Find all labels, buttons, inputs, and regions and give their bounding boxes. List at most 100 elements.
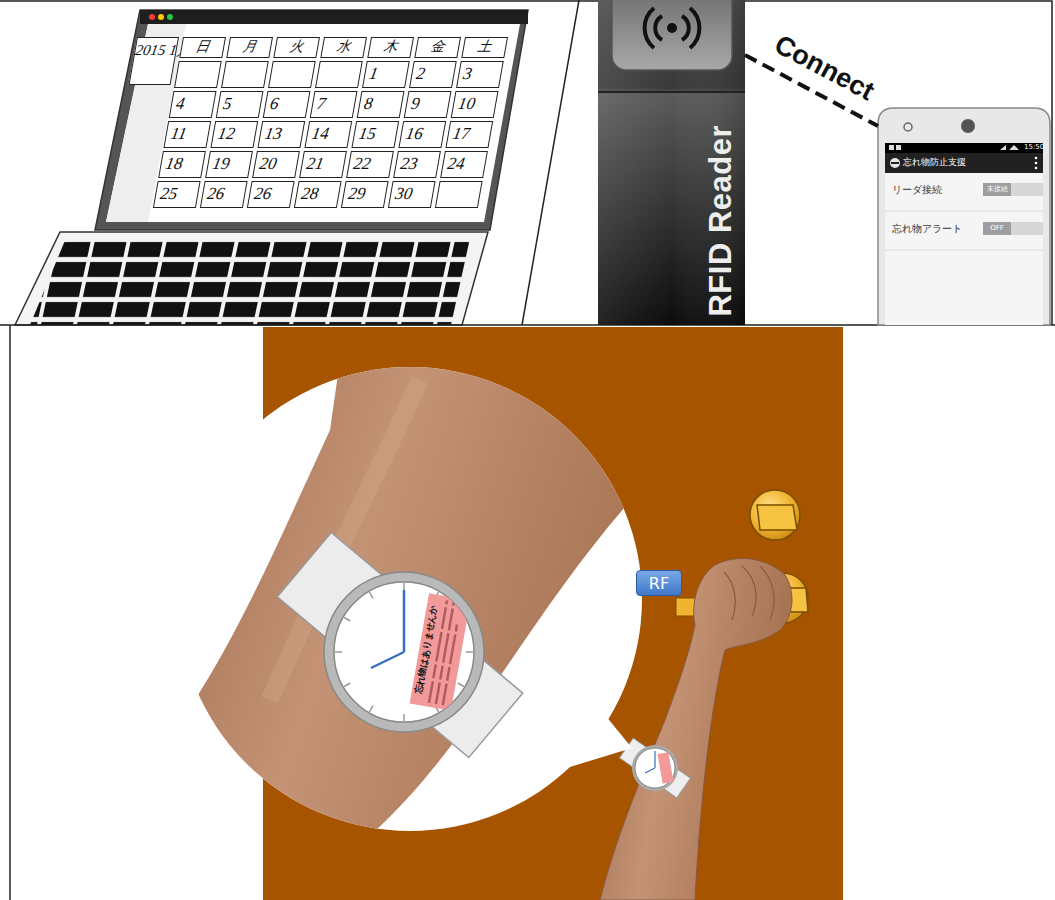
day-number: 9	[405, 92, 450, 114]
calendar-cell	[221, 61, 269, 88]
alert-heading: 忘れ物はありませんか	[412, 594, 442, 706]
watch-alert: 忘れ物はありませんか	[410, 593, 471, 711]
calendar-cell	[435, 181, 483, 208]
calendar-cell: 14	[304, 121, 352, 148]
day-number: 18	[160, 152, 205, 174]
day-number: 16	[400, 122, 445, 144]
rf-button: RF	[636, 570, 682, 596]
app-text: 忘れ物防止支援	[903, 157, 966, 168]
rfid-reader: RFID Reader	[598, 0, 745, 325]
device-label: RFID Reader	[703, 125, 739, 317]
day-number: 2	[411, 62, 456, 84]
calendar-cell: 11	[163, 121, 211, 148]
calendar-cell: 4	[169, 91, 217, 118]
calendar-cell: 3	[456, 61, 504, 88]
day-number: 20	[254, 152, 299, 174]
calendar-cell: 金	[414, 37, 461, 58]
day-number: 6	[264, 92, 309, 114]
calendar-cell: 24	[440, 151, 488, 178]
day-number: 7	[311, 92, 356, 114]
day-number: 1	[364, 62, 409, 84]
calendar-cell: 29	[341, 181, 389, 208]
day-number: 5	[217, 92, 262, 114]
calendar-cell: 28	[294, 181, 342, 208]
calendar-cell: 17	[445, 121, 493, 148]
day-number: 3	[458, 62, 503, 84]
day-number: 25	[155, 182, 200, 204]
connection-line	[745, 55, 878, 126]
calendar-cell: 火	[273, 37, 320, 58]
calendar-year: 2015 1月	[134, 38, 178, 58]
calendar-cell	[268, 61, 316, 88]
calendar-cell: 8	[357, 91, 405, 118]
weekday-header: 火	[275, 38, 319, 56]
day-number: 17	[447, 122, 492, 144]
connection-label: Connect	[769, 28, 879, 106]
weekday-header: 日	[181, 38, 225, 56]
calendar-cell: 13	[257, 121, 305, 148]
calendar-cell: 2	[409, 61, 457, 88]
calendar-cell: 26	[200, 181, 248, 208]
calendar-cell: 25	[153, 181, 201, 208]
calendar-cell: 10	[451, 91, 499, 118]
calendar-cell: 7	[310, 91, 358, 118]
calendar-cell: 木	[367, 37, 414, 58]
day-number: 23	[395, 152, 440, 174]
app-text: リーダ接続	[892, 184, 942, 196]
calendar-cell: 23	[393, 151, 441, 178]
day-number: 26	[202, 182, 247, 204]
day-number: 4	[170, 92, 215, 114]
day-number: 10	[452, 92, 497, 114]
calendar-cell: 15	[351, 121, 399, 148]
calendar-cell: 土	[461, 37, 508, 58]
calendar-cell: 9	[404, 91, 452, 118]
calendar-cell: 12	[210, 121, 258, 148]
calendar-cell: 5	[216, 91, 264, 118]
day-number: 24	[442, 152, 487, 174]
calendar-cell: 22	[346, 151, 394, 178]
day-number: 8	[358, 92, 403, 114]
weekday-header: 金	[416, 38, 460, 56]
calendar-cell: 21	[299, 151, 347, 178]
day-number: 29	[343, 182, 388, 204]
button-label: RF	[649, 574, 669, 593]
day-number: 21	[301, 152, 346, 174]
day-number: 19	[207, 152, 252, 174]
app-text: 15:50	[1024, 143, 1044, 152]
day-number: 14	[306, 122, 351, 144]
app-text: 忘れ物アラート	[892, 223, 962, 235]
smartphone-app: 15:50 忘れ物防止支援リーダ接続 未接続忘れ物アラート OFF	[878, 108, 1050, 325]
calendar-cell: 1	[362, 61, 410, 88]
day-number: 26	[249, 182, 294, 204]
calendar-cell: 20	[252, 151, 300, 178]
calendar-cell	[174, 61, 222, 88]
calendar-cell: 水	[320, 37, 367, 58]
calendar-cell: 月	[226, 37, 273, 58]
weekday-header: 月	[228, 38, 272, 56]
day-number: 30	[390, 182, 435, 204]
weekday-header: 木	[369, 38, 413, 56]
day-number: 22	[348, 152, 393, 174]
app-text: 未接続	[983, 183, 1011, 196]
calendar-cell: 18	[158, 151, 206, 178]
calendar-cell	[315, 61, 363, 88]
app-text: OFF	[983, 222, 1011, 235]
calendar-cell: 26	[247, 181, 295, 208]
calendar-cell: 16	[398, 121, 446, 148]
calendar-cell: 30	[388, 181, 436, 208]
calendar-cell: 日	[179, 37, 226, 58]
calendar-cell: 6	[263, 91, 311, 118]
day-number: 11	[165, 122, 210, 144]
calendar-cell: 2015 1月	[129, 37, 179, 85]
day-number: 12	[212, 122, 257, 144]
day-number: 28	[296, 182, 341, 204]
calendar: 2015 1月日月火水木金土12345678910111213141516171…	[106, 37, 517, 212]
weekday-header: 水	[322, 38, 366, 56]
calendar-cell: 19	[205, 151, 253, 178]
day-number: 13	[259, 122, 304, 144]
day-number: 15	[353, 122, 398, 144]
weekday-header: 土	[463, 38, 507, 56]
